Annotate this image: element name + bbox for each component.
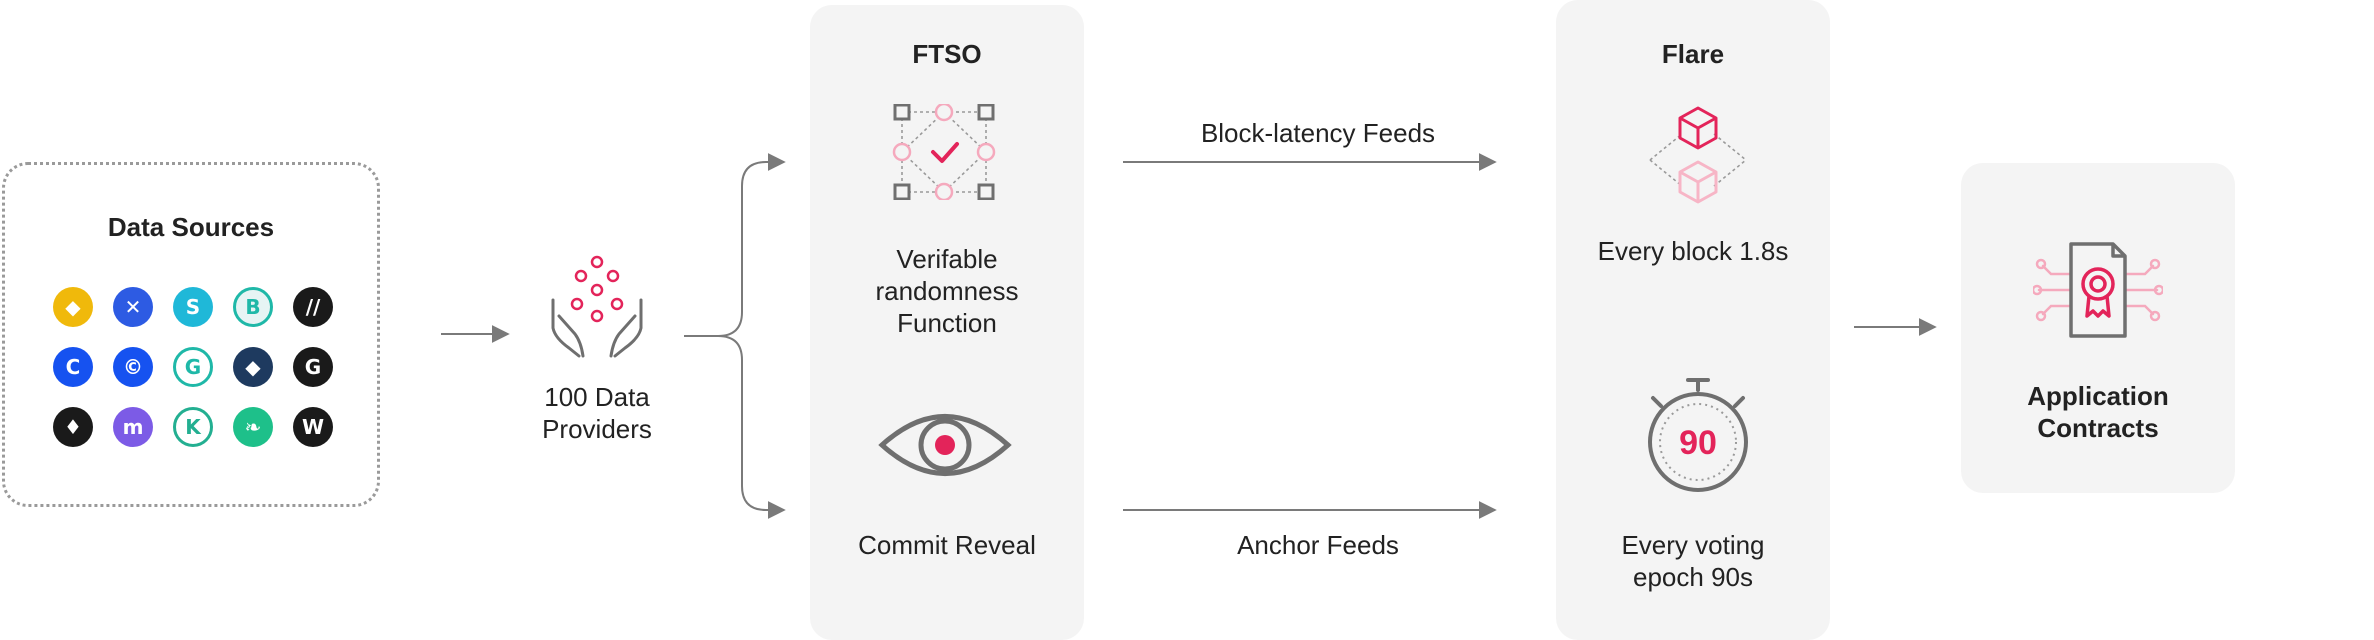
bitmex-icon: // — [293, 287, 333, 327]
stopwatch-icon: 90 — [1648, 378, 1748, 492]
commit-reveal-label: Commit Reveal — [858, 530, 1036, 560]
branch-connector-lower — [717, 335, 786, 519]
flare-title: Flare — [1661, 39, 1725, 69]
branch-connector — [684, 153, 786, 337]
every-block-label: Every block 1.8s — [1597, 236, 1789, 266]
coinbase-icon: C — [53, 347, 93, 387]
kraken-icon: m — [113, 407, 153, 447]
providers-line1: 100 Data — [544, 382, 650, 412]
data-sources-box — [2, 162, 380, 507]
providers-line2: Providers — [542, 414, 652, 444]
epoch-line1: Every voting — [1621, 530, 1765, 560]
vrf-network-icon — [892, 104, 996, 200]
application-contracts-line1: Application — [2027, 381, 2169, 411]
vrf-line1: Verifable — [896, 244, 998, 274]
binance-icon: ◆ — [53, 287, 93, 327]
crossx-icon: ✕ — [113, 287, 153, 327]
woo-icon: W — [293, 407, 333, 447]
application-contracts-line2: Contracts — [2037, 413, 2159, 443]
b-exchange-icon: B — [233, 287, 273, 327]
huobi-icon: ♦ — [53, 407, 93, 447]
contract-document-icon — [2033, 242, 2163, 338]
block-latency-feeds-label: Block-latency Feeds — [1200, 118, 1436, 148]
coinex-icon: G — [173, 347, 213, 387]
bitstamp-icon: S — [173, 287, 213, 327]
flare-panel — [1556, 0, 1830, 640]
timer-value: 90 — [1679, 424, 1717, 462]
kucoin-icon: K — [173, 407, 213, 447]
blocks-icon — [1649, 106, 1747, 204]
vrf-line2: randomness — [875, 276, 1019, 306]
epoch-line2: epoch 90s — [1633, 562, 1753, 592]
data-sources-title: Data Sources — [107, 212, 275, 242]
anchor-feeds-label: Anchor Feeds — [1237, 530, 1399, 560]
bitfinex-icon: ❧ — [233, 407, 273, 447]
vrf-line3: Function — [897, 308, 997, 338]
gate-icon: G — [293, 347, 333, 387]
data-providers-icon — [551, 255, 643, 358]
ftso-title: FTSO — [912, 39, 982, 69]
crypto-com-icon: © — [113, 347, 153, 387]
ethereum-icon: ◆ — [233, 347, 273, 387]
eye-icon — [878, 414, 1012, 476]
